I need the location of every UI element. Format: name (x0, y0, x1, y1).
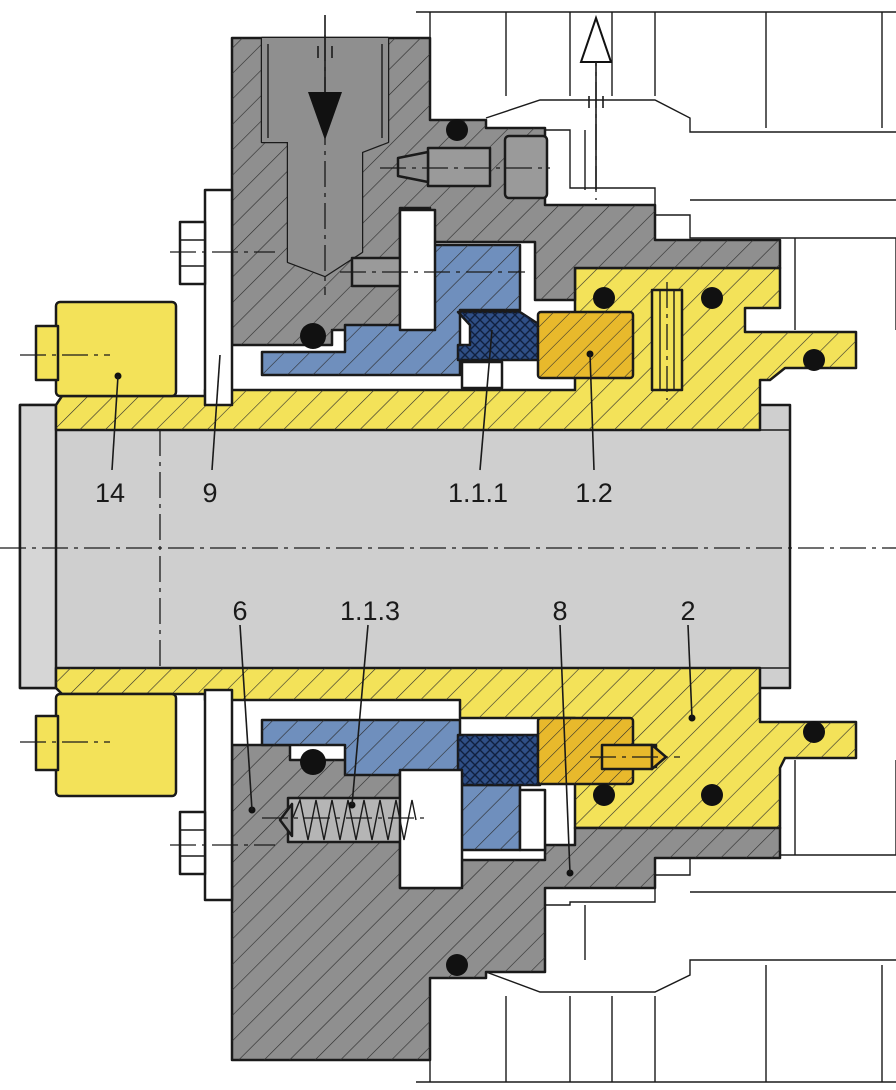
collar-14-lower (34, 692, 178, 798)
shaft (18, 403, 792, 690)
seal-carrier-upper (260, 243, 522, 377)
center-lines (0, 35, 896, 846)
o-rings (300, 119, 825, 976)
part-labels: 14 9 1.1.1 1.2 6 1.1.3 8 2 (95, 478, 696, 626)
label-part-1-2: 1.2 (575, 478, 613, 508)
white-spacers (398, 208, 547, 890)
secondary-seal-lower (456, 733, 542, 787)
label-part-1-1-1: 1.1.1 (448, 478, 508, 508)
label-part-2: 2 (680, 596, 695, 626)
hex-bolts (178, 220, 207, 876)
label-part-9: 9 (202, 478, 217, 508)
housing-gland-upper (230, 36, 782, 347)
seal-face-upper (536, 310, 635, 380)
label-part-1-1-3: 1.1.3 (340, 596, 400, 626)
label-part-6: 6 (232, 596, 247, 626)
secondary-seal-upper (456, 310, 542, 362)
spring-1-1-3 (278, 797, 417, 841)
clamp-plate-lower (203, 688, 234, 902)
flow-arrow-down-icon (308, 15, 342, 140)
leader-lines (111, 329, 696, 877)
flow-arrow-up-icon (579, 14, 613, 190)
label-part-14: 14 (95, 478, 125, 508)
label-part-8: 8 (552, 596, 567, 626)
collar-14-upper (34, 300, 178, 398)
